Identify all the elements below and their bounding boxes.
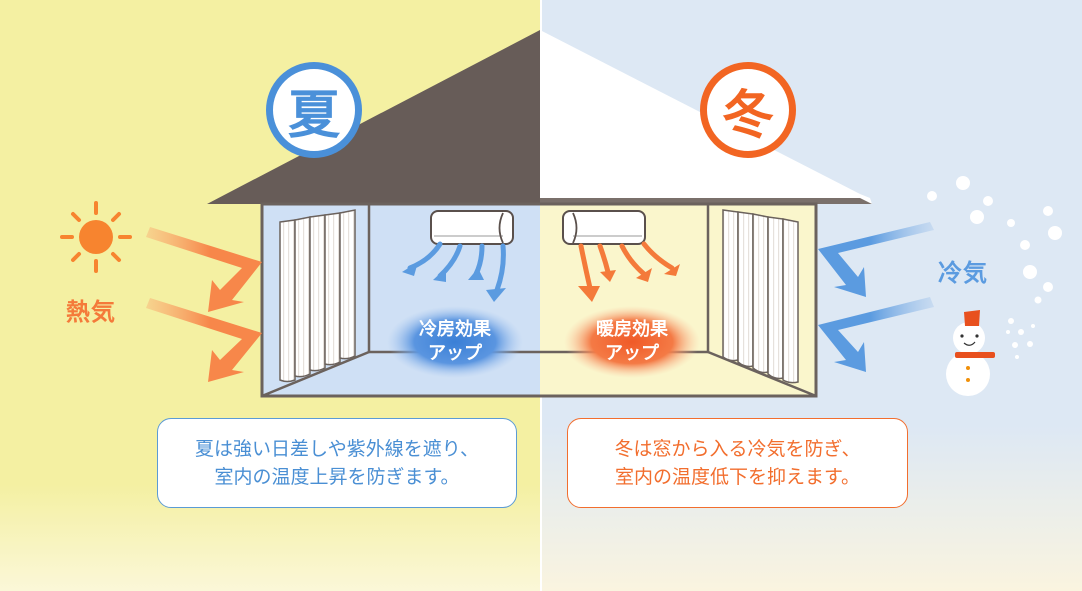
snow-icon bbox=[927, 176, 1062, 359]
winter-description-line1: 冬は窓から入る冷気を防ぎ、 bbox=[614, 438, 861, 460]
winter-badge-text: 冬 bbox=[721, 85, 774, 146]
summer-description-line1: 夏は強い日差しや紫外線を遮り、 bbox=[194, 438, 480, 460]
cooling-effect-line1: 冷房効果 bbox=[419, 319, 491, 340]
heating-effect-label: 暖房効果 アップ bbox=[567, 318, 697, 366]
heat-arrows-icon bbox=[146, 227, 262, 382]
heating-effect-line2: アップ bbox=[605, 343, 659, 364]
winter-badge: 冬 bbox=[700, 62, 796, 158]
summer-badge: 夏 bbox=[266, 62, 362, 158]
cool-effect-glow bbox=[387, 306, 523, 378]
warm-air-arrows-icon bbox=[578, 241, 675, 291]
curtain-winter bbox=[722, 209, 799, 384]
summer-badge-text: 夏 bbox=[287, 85, 340, 146]
heating-effect-line1: 暖房効果 bbox=[596, 319, 668, 340]
sun-icon bbox=[60, 201, 132, 273]
winter-description-box: 冬は窓から入る冷気を防ぎ、 室内の温度低下を抑えます。 bbox=[567, 418, 908, 508]
air-conditioner-winter-icon bbox=[562, 210, 646, 245]
summer-description-line2: 室内の温度上昇を防ぎます。 bbox=[214, 466, 460, 488]
summer-description-box: 夏は強い日差しや紫外線を遮り、 室内の温度上昇を防ぎます。 bbox=[157, 418, 517, 508]
winter-description-line2: 室内の温度低下を抑えます。 bbox=[614, 466, 861, 488]
cooling-effect-label: 冷房効果 アップ bbox=[390, 318, 520, 366]
warm-effect-glow bbox=[564, 306, 700, 378]
snowman-icon bbox=[946, 310, 995, 396]
cold-arrows-icon bbox=[818, 222, 934, 372]
heat-label: 熱気 bbox=[66, 298, 116, 326]
roof-summer bbox=[207, 30, 540, 204]
air-conditioner-summer-icon bbox=[430, 210, 514, 245]
curtain-summer bbox=[279, 209, 356, 383]
cold-label: 冷気 bbox=[938, 259, 988, 287]
cooling-effect-line2: アップ bbox=[428, 343, 482, 364]
